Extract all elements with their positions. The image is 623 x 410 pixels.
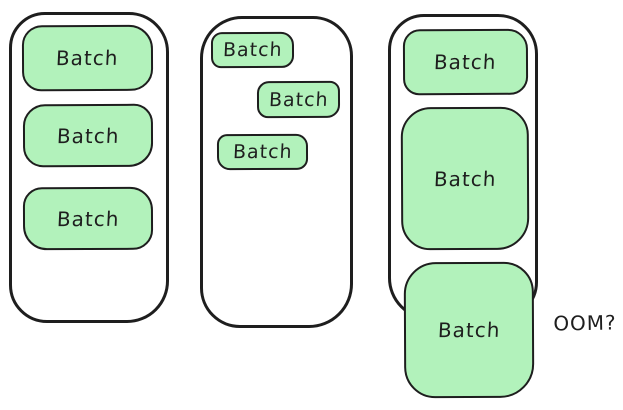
batch-box: Batch <box>22 103 154 168</box>
batch-label: Batch <box>433 166 497 191</box>
oom-annotation: OOM? <box>553 310 617 336</box>
batch-label: Batch <box>433 49 498 75</box>
batch-box: Batch <box>210 31 295 69</box>
batch-label: Batch <box>55 45 120 71</box>
batch-label: Batch <box>56 206 120 231</box>
batch-box-overflowing: Batch <box>403 261 535 399</box>
batch-box: Batch <box>22 186 154 251</box>
batch-box: Batch <box>400 106 530 251</box>
batch-label: Batch <box>222 38 283 62</box>
batch-label: Batch <box>268 88 329 111</box>
batch-label: Batch <box>232 140 293 164</box>
batch-label: Batch <box>437 317 501 343</box>
batch-box: Batch <box>402 28 529 96</box>
batch-box: Batch <box>216 133 309 171</box>
batch-box: Batch <box>21 24 154 92</box>
batch-box: Batch <box>256 80 341 119</box>
batch-label: Batch <box>56 123 120 148</box>
